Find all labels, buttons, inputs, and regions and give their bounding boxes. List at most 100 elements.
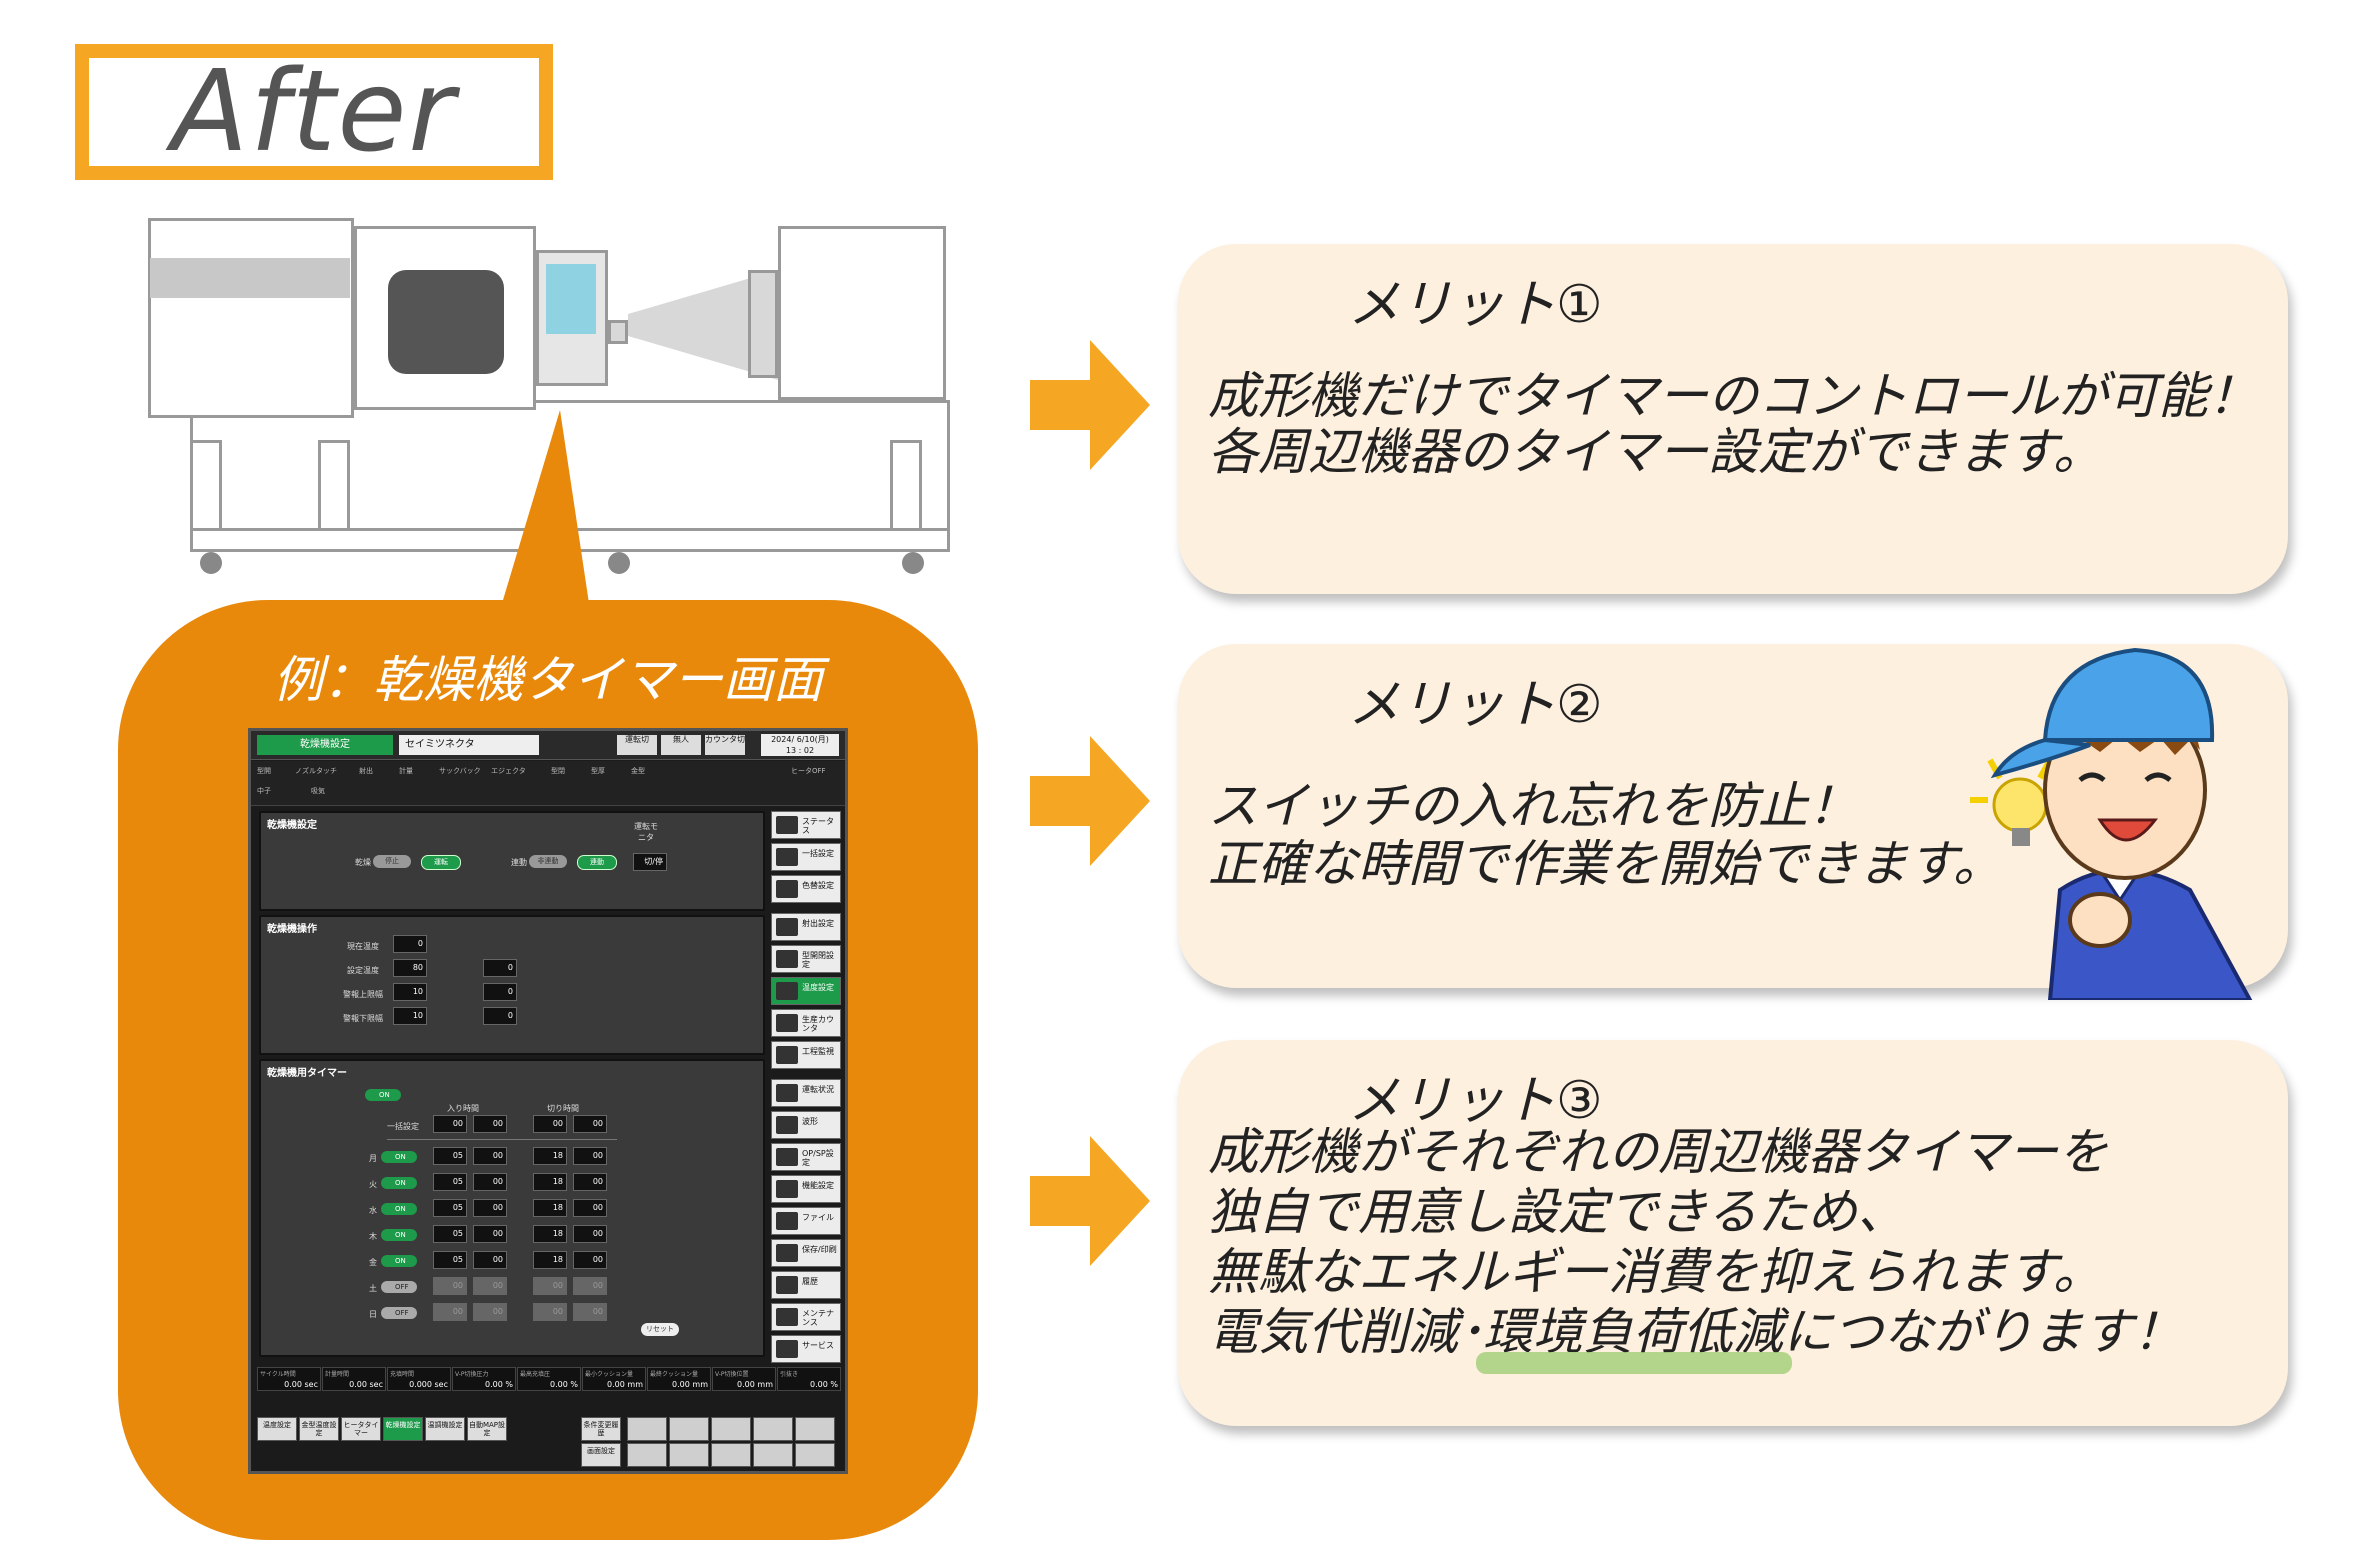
side-button[interactable]: 波形	[771, 1111, 841, 1139]
bottom-button[interactable]: 乾燥機設定	[383, 1417, 423, 1441]
function-icon-button[interactable]	[627, 1443, 667, 1467]
side-button[interactable]: ファイル	[771, 1207, 841, 1235]
day-off-minute[interactable]: 00	[573, 1147, 607, 1165]
side-button[interactable]: サービス	[771, 1335, 841, 1363]
side-button[interactable]: 色替設定	[771, 875, 841, 903]
side-button[interactable]: 射出設定	[771, 913, 841, 941]
day-off-minute[interactable]: 00	[573, 1199, 607, 1217]
bottom-button[interactable]: 温調機設定	[425, 1417, 465, 1441]
toolbar-item[interactable]: 吸気	[311, 787, 325, 795]
day-toggle[interactable]: ON	[381, 1203, 417, 1215]
day-on-minute[interactable]: 00	[473, 1303, 507, 1321]
bottom-button[interactable]: 金型温度設定	[299, 1417, 339, 1441]
day-toggle[interactable]: ON	[381, 1151, 417, 1163]
day-off-hour[interactable]: 18	[533, 1251, 567, 1269]
day-on-minute[interactable]: 00	[473, 1225, 507, 1243]
toolbar-item[interactable]: エジェクタ	[491, 767, 526, 775]
day-off-hour[interactable]: 18	[533, 1147, 567, 1165]
toolbar-item[interactable]: 型開	[257, 767, 271, 775]
batch-off-hour[interactable]: 00	[533, 1115, 567, 1133]
function-icon-button[interactable]	[627, 1417, 667, 1441]
day-off-hour[interactable]: 18	[533, 1173, 567, 1191]
side-button[interactable]: OP/SP設定	[771, 1143, 841, 1171]
drying-run-button[interactable]: 運転	[421, 855, 461, 870]
day-on-hour[interactable]: 00	[433, 1277, 467, 1295]
linked-off-button[interactable]: 非連動	[529, 855, 567, 868]
toolbar-item[interactable]: 型厚	[591, 767, 605, 775]
function-icon-button[interactable]	[753, 1417, 793, 1441]
day-off-minute[interactable]: 00	[573, 1251, 607, 1269]
bottom-button[interactable]: 画面設定	[581, 1443, 621, 1467]
batch-off-minute[interactable]: 00	[573, 1115, 607, 1133]
side-button[interactable]: 温度設定	[771, 977, 841, 1005]
function-icon-button[interactable]	[795, 1417, 835, 1441]
day-on-hour[interactable]: 05	[433, 1147, 467, 1165]
day-off-hour[interactable]: 18	[533, 1199, 567, 1217]
toolbar-item[interactable]: 射出	[359, 767, 373, 775]
bottom-button[interactable]: 条件変更履歴	[581, 1417, 621, 1441]
function-icon-button[interactable]	[669, 1443, 709, 1467]
side-button[interactable]: 型開閉設定	[771, 945, 841, 973]
bottom-button[interactable]: 自動MAP設定	[467, 1417, 507, 1441]
side-button[interactable]: 保存/印刷	[771, 1239, 841, 1267]
reset-button[interactable]: リセット	[641, 1323, 679, 1336]
day-toggle[interactable]: ON	[381, 1177, 417, 1189]
day-toggle[interactable]: ON	[381, 1255, 417, 1267]
side-button[interactable]: 工程監視	[771, 1041, 841, 1069]
side-button[interactable]: ステータス	[771, 811, 841, 839]
function-icon-button[interactable]	[711, 1417, 751, 1441]
toolbar-item[interactable]: 金型	[631, 767, 645, 775]
day-on-minute[interactable]: 00	[473, 1251, 507, 1269]
day-on-hour[interactable]: 05	[433, 1225, 467, 1243]
function-icon-button[interactable]	[669, 1417, 709, 1441]
toolbar-item[interactable]: ヒータOFF	[791, 767, 826, 775]
day-off-minute[interactable]: 00	[573, 1277, 607, 1295]
day-on-hour[interactable]: 05	[433, 1251, 467, 1269]
run-toggle[interactable]: 運転切	[617, 735, 657, 755]
day-toggle[interactable]: ON	[381, 1229, 417, 1241]
day-toggle[interactable]: OFF	[381, 1307, 417, 1319]
toolbar-item[interactable]: 型閉	[551, 767, 565, 775]
day-on-minute[interactable]: 00	[473, 1147, 507, 1165]
day-on-hour[interactable]: 05	[433, 1199, 467, 1217]
side-button[interactable]: 機能設定	[771, 1175, 841, 1203]
day-off-hour[interactable]: 00	[533, 1303, 567, 1321]
day-off-minute[interactable]: 00	[573, 1303, 607, 1321]
counter-toggle[interactable]: カウンタ切	[705, 735, 745, 755]
day-on-hour[interactable]: 05	[433, 1173, 467, 1191]
toolbar-item[interactable]: サックバック	[439, 767, 481, 775]
side-button[interactable]: 履歴	[771, 1271, 841, 1299]
set-temp-value[interactable]: 80	[393, 959, 427, 977]
side-button[interactable]: 生産カウンタ	[771, 1009, 841, 1037]
day-off-hour[interactable]: 18	[533, 1225, 567, 1243]
unmanned-toggle[interactable]: 無人	[661, 735, 701, 755]
function-icon-button[interactable]	[711, 1443, 751, 1467]
day-on-hour[interactable]: 00	[433, 1303, 467, 1321]
function-icon-button[interactable]	[753, 1443, 793, 1467]
batch-on-hour[interactable]: 00	[433, 1115, 467, 1133]
day-on-minute[interactable]: 00	[473, 1277, 507, 1295]
day-off-minute[interactable]: 00	[573, 1225, 607, 1243]
timer-master-toggle[interactable]: ON	[365, 1089, 401, 1101]
side-button[interactable]: メンテナンス	[771, 1303, 841, 1331]
day-off-hour[interactable]: 00	[533, 1277, 567, 1295]
toolbar-item[interactable]: 計量	[399, 767, 413, 775]
bottom-button[interactable]: ヒータタイマー	[341, 1417, 381, 1441]
toolbar-item[interactable]: 中子	[257, 787, 271, 795]
day-toggle[interactable]: OFF	[381, 1281, 417, 1293]
side-button[interactable]: 一括設定	[771, 843, 841, 871]
toolbar-item[interactable]: ノズルタッチ	[295, 767, 337, 775]
current-temp-label: 現在温度	[347, 942, 379, 951]
drying-stop-button[interactable]: 停止	[373, 855, 411, 868]
function-icon-button[interactable]	[795, 1443, 835, 1467]
bottom-button[interactable]: 温度設定	[257, 1417, 297, 1441]
tab-drier-setting[interactable]: 乾燥機設定	[257, 735, 393, 755]
alarm-lower-value[interactable]: 10	[393, 1007, 427, 1025]
day-on-minute[interactable]: 00	[473, 1199, 507, 1217]
day-on-minute[interactable]: 00	[473, 1173, 507, 1191]
batch-on-minute[interactable]: 00	[473, 1115, 507, 1133]
side-button[interactable]: 運転状況	[771, 1079, 841, 1107]
day-off-minute[interactable]: 00	[573, 1173, 607, 1191]
alarm-upper-value[interactable]: 10	[393, 983, 427, 1001]
linked-on-button[interactable]: 連動	[577, 855, 617, 870]
